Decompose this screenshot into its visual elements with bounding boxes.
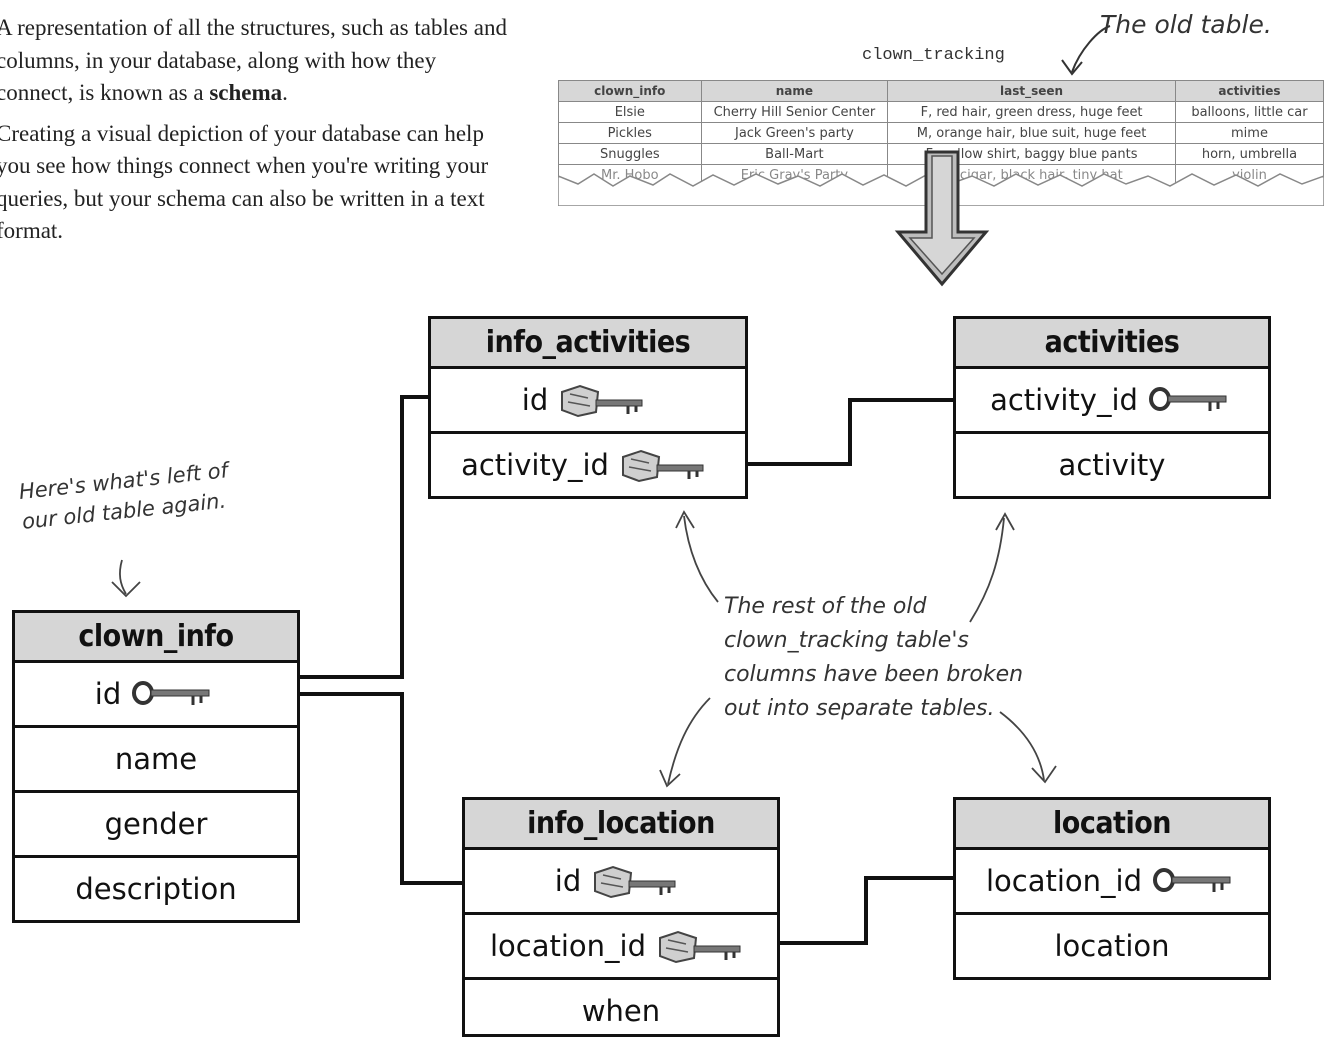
entity-field-activity-id: activity_id xyxy=(956,369,1268,434)
entity-field-id: id xyxy=(465,850,777,915)
foreign-key-icon xyxy=(561,384,643,418)
table-row: Snuggles Ball-Mart F, yellow shirt, bagg… xyxy=(558,143,1324,165)
link-location-to-info-location xyxy=(774,876,956,945)
entity-title: clown_info xyxy=(15,613,297,663)
entity-location: location location_id location xyxy=(953,797,1271,980)
entity-field-activity: activity xyxy=(1058,448,1166,482)
old-table-header: last_seen xyxy=(887,80,1176,102)
big-down-arrow-icon xyxy=(894,150,990,287)
caption-arrow-icon xyxy=(1061,25,1111,76)
foreign-key-icon xyxy=(659,930,741,964)
old-table-caption: The old table. xyxy=(1100,10,1272,39)
entity-field-description: description xyxy=(75,872,237,906)
old-table-header-row: clown_info name last_seen activities xyxy=(558,80,1324,102)
entity-field-id: id xyxy=(431,369,745,434)
link-clown-info-to-info-activities xyxy=(276,395,432,679)
entity-field-location-id: location_id xyxy=(956,850,1268,915)
link-activities-to-info-activities xyxy=(740,398,956,466)
note-middle: The rest of the old clown_tracking table… xyxy=(724,594,1024,721)
entity-title: info_activities xyxy=(431,319,745,369)
entity-clown-info: clown_info id name gender description xyxy=(12,610,300,923)
old-table-header: activities xyxy=(1174,80,1324,102)
old-table-title: clown_tracking xyxy=(862,46,1005,65)
entity-field-location: location xyxy=(1054,929,1170,963)
entity-title: location xyxy=(956,800,1268,850)
entity-field-when: when xyxy=(581,994,661,1028)
link-clown-info-to-info-location xyxy=(276,692,468,885)
entity-field-name: name xyxy=(15,728,297,793)
old-table-header: name xyxy=(700,80,889,102)
primary-key-icon xyxy=(1153,868,1231,892)
note-arrow-up-left xyxy=(683,515,719,603)
note-arrow-up-right xyxy=(969,517,1005,623)
schema-term: schema xyxy=(209,80,283,105)
foreign-key-icon xyxy=(594,865,676,899)
foreign-key-icon xyxy=(621,449,704,483)
note-arrow-down-left xyxy=(667,697,711,785)
intro-paragraph-2: Creating a visual depiction of your data… xyxy=(0,120,489,244)
note-arrow-down-right xyxy=(999,711,1045,781)
entity-field-gender: gender xyxy=(15,793,297,858)
note-arrow-down xyxy=(119,559,127,595)
table-row: Elsie Cherry Hill Senior Center F, red h… xyxy=(558,101,1324,123)
entity-activities: activities activity_id activity xyxy=(953,316,1271,499)
entity-info-location: info_location id location_id when xyxy=(462,797,780,1037)
table-row: Pickles Jack Green's party M, orange hai… xyxy=(558,122,1324,144)
intro-text: A representation of all the structures, … xyxy=(0,12,516,256)
entity-title: activities xyxy=(956,319,1268,369)
primary-key-icon xyxy=(132,681,210,705)
entity-info-activities: info_activities id activity_id xyxy=(428,316,748,499)
intro-paragraph-1: A representation of all the structures, … xyxy=(0,15,507,105)
entity-field-id: id xyxy=(15,663,297,728)
entity-title: info_location xyxy=(465,800,777,850)
primary-key-icon xyxy=(1148,387,1227,411)
entity-field-location-id: location_id xyxy=(465,915,777,980)
entity-field-activity-id: activity_id xyxy=(431,434,745,496)
